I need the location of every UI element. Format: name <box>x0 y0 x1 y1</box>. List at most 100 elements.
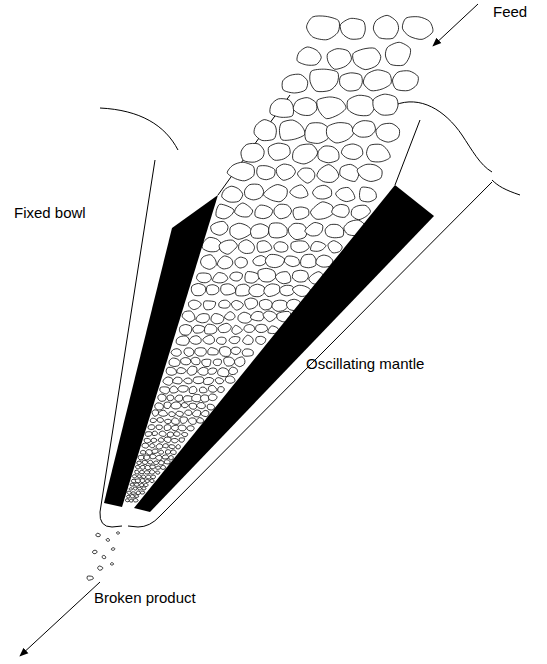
rock <box>218 368 230 377</box>
rock <box>208 368 217 374</box>
rock <box>164 437 171 443</box>
rock <box>174 432 180 437</box>
rock <box>402 17 433 40</box>
rock <box>117 532 120 534</box>
rock <box>231 347 241 354</box>
rock <box>169 412 176 417</box>
rock <box>167 432 173 437</box>
rock <box>219 240 237 254</box>
rock <box>360 187 377 202</box>
rock <box>204 377 214 384</box>
rock <box>156 466 161 469</box>
rock <box>191 357 200 364</box>
rock <box>145 475 150 479</box>
rock <box>242 349 253 356</box>
rock <box>129 499 132 502</box>
rock <box>208 348 219 355</box>
rock <box>132 475 137 478</box>
rock <box>245 298 258 309</box>
rock <box>158 450 163 454</box>
rock <box>162 455 168 459</box>
rock <box>129 488 133 490</box>
rock <box>243 335 254 344</box>
rock <box>144 483 148 486</box>
product-arrow <box>20 582 100 656</box>
rock <box>305 222 323 236</box>
bowl-liner <box>104 195 218 507</box>
rock <box>138 487 142 490</box>
rock <box>150 475 155 479</box>
rock <box>259 299 272 310</box>
rock <box>170 386 179 393</box>
rock <box>206 285 218 295</box>
rock <box>202 359 211 366</box>
rock <box>385 42 410 65</box>
rock <box>258 268 276 282</box>
rock <box>161 465 166 469</box>
rock <box>164 425 171 431</box>
rock <box>367 144 391 162</box>
rock <box>279 120 305 140</box>
rock <box>127 491 131 494</box>
rock <box>216 204 234 219</box>
rock <box>191 283 205 295</box>
rock <box>284 256 299 267</box>
rock <box>159 461 165 465</box>
rock <box>144 438 151 443</box>
rock <box>137 475 141 478</box>
rock <box>142 443 149 448</box>
rock <box>145 432 152 437</box>
rock <box>229 337 240 344</box>
rock <box>221 284 236 295</box>
rock <box>172 418 180 425</box>
rock <box>156 425 162 430</box>
rock <box>203 301 215 310</box>
rock <box>254 120 276 141</box>
rock <box>148 460 153 464</box>
rock <box>325 224 344 237</box>
rock <box>268 143 290 160</box>
rock <box>218 387 225 393</box>
rock <box>293 144 318 164</box>
rock <box>230 223 253 239</box>
rock <box>130 495 134 499</box>
rock <box>227 162 254 181</box>
rock <box>173 377 183 384</box>
rock <box>111 548 115 551</box>
rock <box>215 378 223 384</box>
rock <box>125 499 129 502</box>
rock <box>216 337 226 344</box>
rock <box>376 123 400 142</box>
rock <box>297 168 314 183</box>
rock <box>218 323 231 332</box>
rock <box>169 358 180 366</box>
rock <box>180 417 187 424</box>
rock <box>148 425 155 430</box>
rock <box>130 483 134 486</box>
rock <box>326 123 353 143</box>
rock <box>255 205 273 219</box>
rock <box>135 495 139 498</box>
rock <box>274 204 292 219</box>
rock <box>181 358 191 365</box>
rock <box>238 312 252 323</box>
rock <box>152 410 159 416</box>
rock <box>176 444 180 449</box>
rock <box>239 240 255 254</box>
rock <box>256 324 268 332</box>
rock <box>166 367 176 375</box>
rock <box>208 385 217 392</box>
rock <box>137 461 142 465</box>
rock <box>133 499 138 502</box>
rock <box>150 418 157 422</box>
rock <box>102 555 106 558</box>
rock <box>245 184 264 200</box>
rock <box>187 426 194 431</box>
rock <box>189 403 197 409</box>
rock <box>152 431 157 435</box>
rock <box>310 202 333 220</box>
rock <box>175 395 183 401</box>
rock <box>110 563 113 565</box>
rock <box>154 461 159 465</box>
rock <box>217 256 232 269</box>
